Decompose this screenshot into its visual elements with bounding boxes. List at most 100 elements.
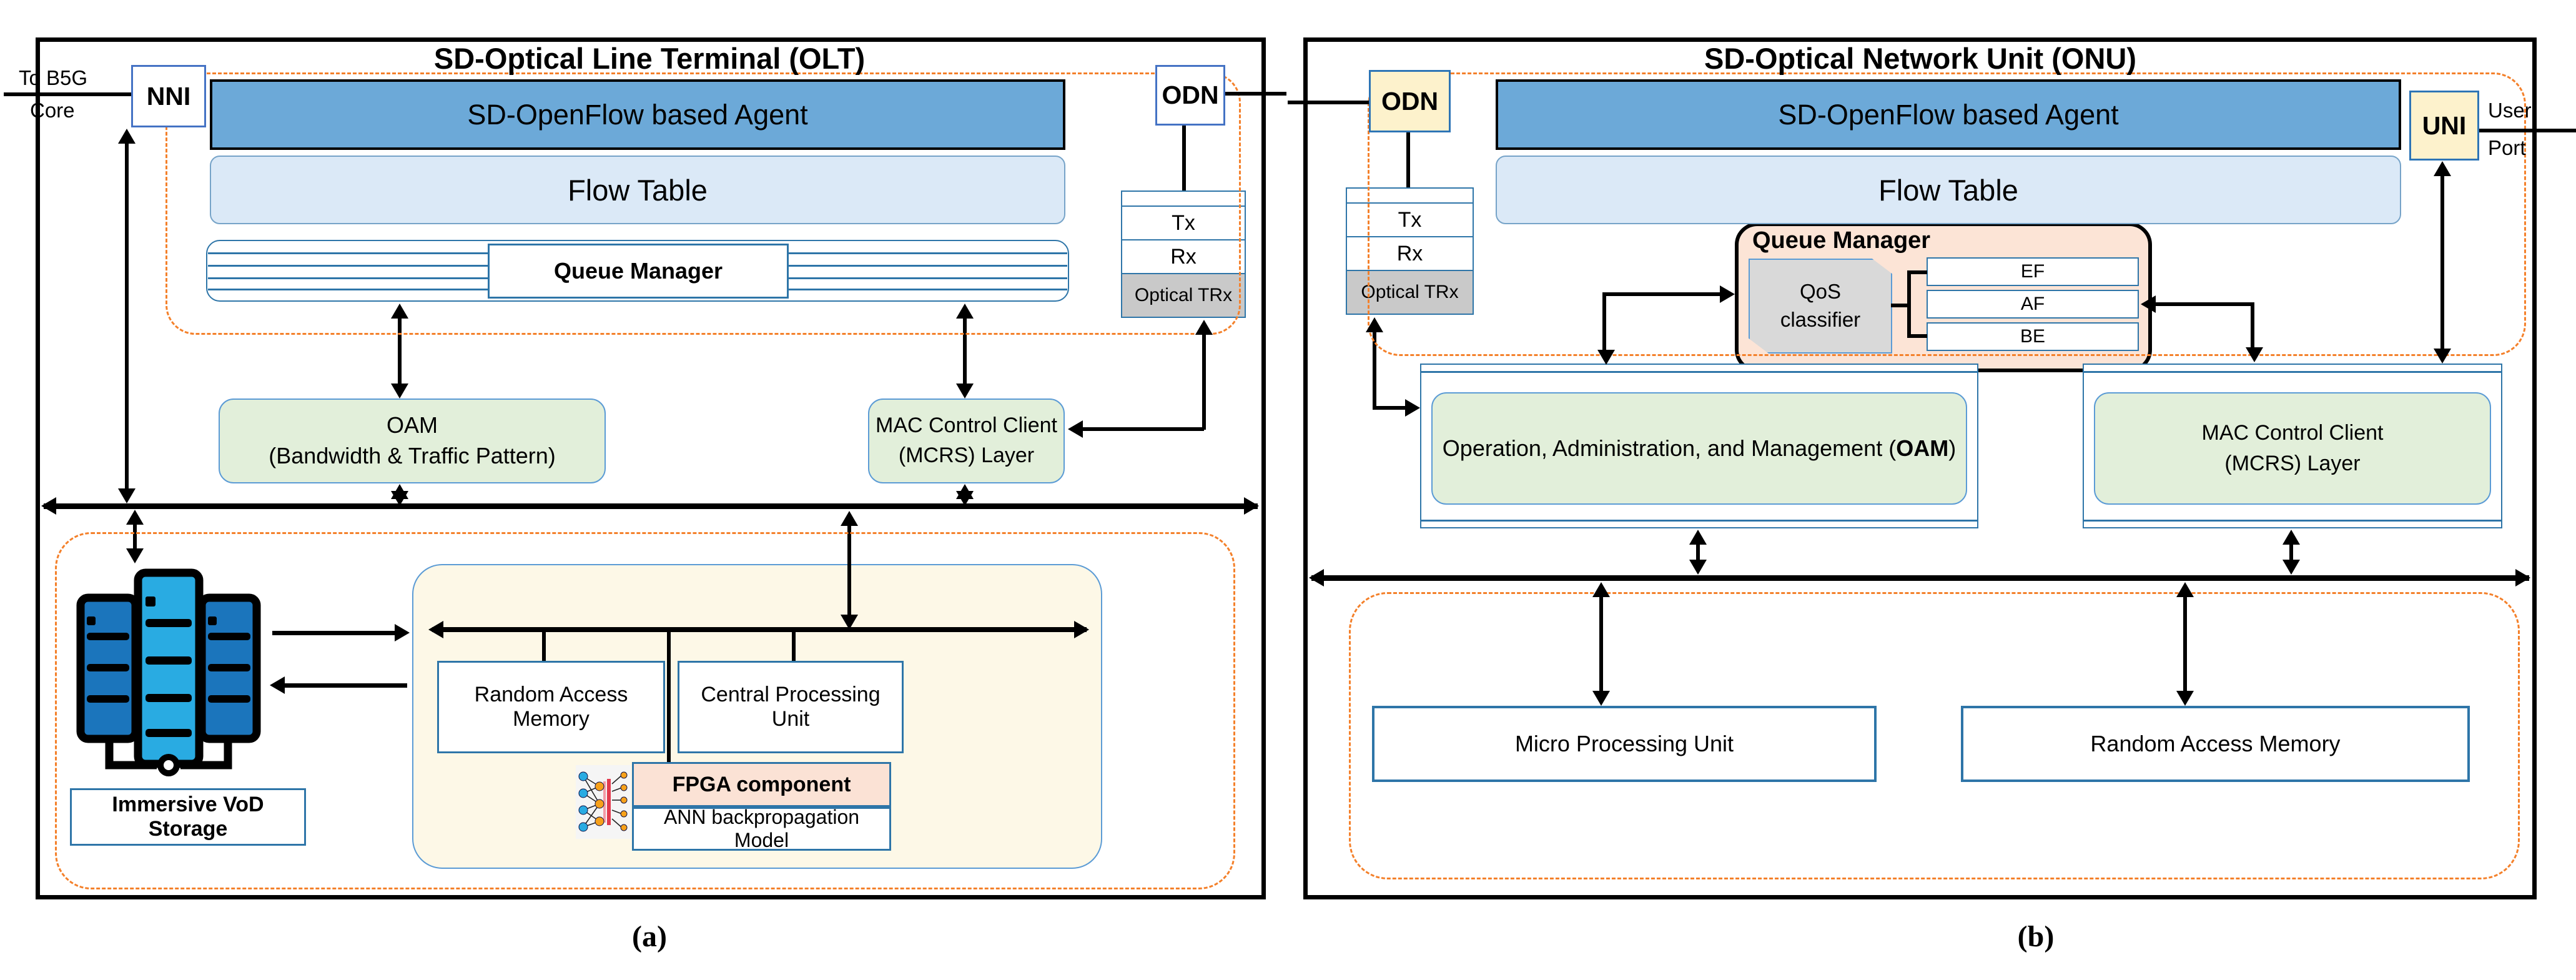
user-port-line (2479, 129, 2576, 132)
queue-row-ef: EF (1927, 257, 2139, 286)
nni-port-label: NNI (146, 81, 191, 111)
user-label: User (2488, 99, 2532, 122)
olt-flow-table-label: Flow Table (568, 173, 708, 207)
onu-mpu-label: Micro Processing Unit (1514, 731, 1734, 756)
olt-oam-line2: (Bandwidth & Traffic Pattern) (269, 443, 556, 468)
arrowhead (2141, 295, 2156, 313)
qos-line2: classifier (1780, 308, 1861, 331)
arrowhead (2176, 582, 2194, 597)
neural-network-icon (576, 765, 631, 839)
arrowhead (2434, 349, 2451, 364)
qos-bracket-top (1908, 270, 1927, 274)
onu-mcc-box: MAC Control Client (MCRS) Layer (2094, 392, 2491, 505)
onu-title: SD-Optical Network Unit (ONU) (1704, 42, 2136, 75)
trx-oam-vline (1373, 330, 1376, 410)
onu-ram-label: Random Access Memory (2090, 731, 2341, 756)
arrowhead (2434, 161, 2451, 176)
olt-optical-trx-label: Optical TRx (1134, 285, 1233, 305)
arrowhead (2246, 347, 2263, 362)
oam-qm-vline (1602, 292, 1606, 352)
onu-mcc-bus-arrow (2289, 540, 2293, 566)
trx-oam-hline (1373, 406, 1405, 410)
nni-port-box: NNI (131, 65, 206, 127)
onu-flow-table-bar: Flow Table (1496, 156, 2401, 224)
olt-system-bus (44, 503, 1258, 509)
onu-oam-label: Operation, Administration, and Managemen… (1443, 435, 1956, 462)
olt-trx-mcrs-hline (1082, 427, 1204, 431)
olt-mcc-line2: (MCRS) Layer (898, 443, 1035, 467)
olt-ram-label: Random Access Memory (474, 683, 628, 731)
queue-row-af: AF (1927, 290, 2139, 319)
onu-oam-topline (1421, 371, 1977, 373)
qos-bracket-bottom (1908, 334, 1927, 338)
olt-title: SD-Optical Line Terminal (OLT) (433, 42, 866, 75)
core-label: Core (30, 99, 75, 122)
olt-panel-border (36, 37, 1266, 899)
onu-rx-label: Rx (1396, 241, 1423, 265)
queue-be-label: BE (2020, 326, 2046, 347)
onu-odn-external-line (1288, 101, 1370, 104)
onu-openflow-agent-bar: SD-OpenFlow based Agent (1496, 79, 2401, 150)
arrowhead (2176, 691, 2194, 706)
af-mcc-vline (2251, 302, 2254, 350)
arrowhead (126, 510, 144, 525)
compute-internal-bus (432, 627, 1087, 632)
uni-port-label: UNI (2422, 111, 2467, 140)
onu-oam-prefix: Operation, Administration, and Managemen… (1442, 435, 1897, 461)
olt-odn-external-line (1225, 92, 1286, 96)
olt-tx-cell: Tx (1121, 205, 1246, 240)
onu-ram-box: Random Access Memory (1961, 706, 2470, 782)
arrowhead (1592, 691, 1610, 706)
olt-odn-label: ODN (1162, 81, 1219, 109)
bus-compute-arrow-line (847, 517, 851, 625)
onu-flow-table-label: Flow Table (1878, 173, 2018, 207)
olt-rx-label: Rx (1170, 244, 1197, 269)
onu-mcc-line1: MAC Control Client (2201, 420, 2384, 445)
nni-bus-arrow-line (125, 141, 129, 492)
onu-mpu-box: Micro Processing Unit (1372, 706, 1877, 782)
onu-mcc-bottomline (2084, 520, 2501, 522)
olt-odn-port-box: ODN (1155, 65, 1225, 126)
arrowhead (1405, 399, 1420, 417)
to-b5g-label: To B5G (19, 66, 88, 89)
queue-row-be: BE (1927, 322, 2139, 351)
olt-flow-table-bar: Flow Table (210, 156, 1065, 224)
arrowhead (1244, 497, 1259, 515)
arrowhead (2282, 530, 2300, 545)
arrowhead (428, 621, 443, 638)
arrowhead (1592, 582, 1610, 597)
arrowhead (1689, 530, 1707, 545)
arrowhead (841, 615, 858, 630)
olt-cpu-label: Central Processing Unit (701, 683, 881, 731)
olt-odn-drop-line (1182, 126, 1186, 191)
af-mcc-hline (2153, 302, 2254, 306)
onu-mcc-line2: (MCRS) Layer (2224, 452, 2361, 475)
onu-tx-label: Tx (1398, 207, 1422, 232)
vod-storage-label: Immersive VoD Storage (112, 793, 264, 841)
arrowhead (41, 497, 56, 515)
olt-queue-manager-label: Queue Manager (553, 258, 723, 284)
arrowhead (391, 384, 408, 398)
olt-mcc-line1: MAC Control Client (876, 413, 1057, 438)
vod-storage-label-box: Immersive VoD Storage (70, 788, 306, 846)
arrowhead (1720, 285, 1735, 303)
arrowhead (1309, 569, 1324, 587)
onu-odn-label: ODN (1381, 86, 1439, 116)
arrowhead (2282, 560, 2300, 575)
ann-model-label: ANN backpropagation Model (663, 806, 860, 851)
queue-ef-label: EF (2020, 261, 2045, 282)
olt-optics-blank-row (1121, 191, 1246, 207)
arrowhead (1195, 320, 1213, 335)
bus-storage-arrow-line (133, 516, 137, 552)
olt-trx-mcrs-vline (1202, 332, 1206, 430)
onu-oam-bottomline (1421, 520, 1977, 522)
oam-qm-hline (1602, 292, 1721, 296)
olt-oam-line1: OAM (386, 412, 438, 438)
onu-odn-drop-line (1406, 132, 1410, 189)
cpu-drop-line (792, 631, 796, 662)
onu-tx-cell: Tx (1346, 202, 1474, 237)
b5g-core-line (4, 92, 132, 96)
onu-optical-trx-label: Optical TRx (1361, 282, 1459, 302)
arrowhead (118, 129, 136, 144)
olt-oam-box: OAM (Bandwidth & Traffic Pattern) (219, 398, 606, 483)
